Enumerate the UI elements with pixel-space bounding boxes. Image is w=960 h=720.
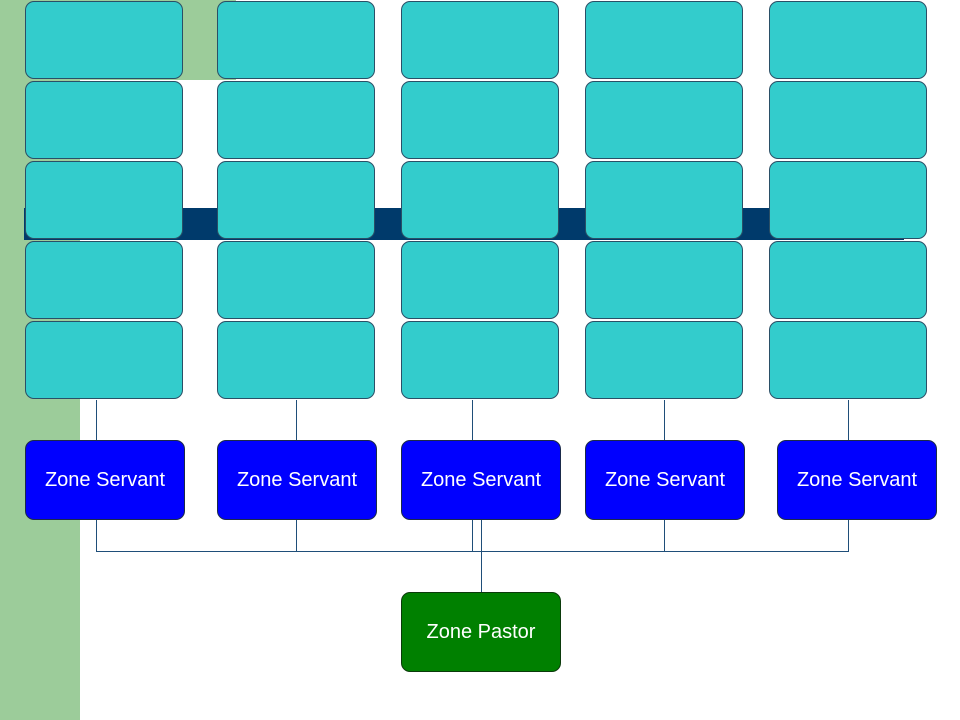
member-cell <box>25 1 183 79</box>
zone-servant-node: Zone Servant <box>777 440 937 520</box>
member-cell <box>25 81 183 159</box>
member-cell <box>585 1 743 79</box>
member-cell <box>769 1 927 79</box>
zone-servant-node: Zone Servant <box>401 440 561 520</box>
member-cell <box>769 241 927 319</box>
connector-line <box>296 520 297 552</box>
member-cell <box>25 321 183 399</box>
member-cell <box>769 321 927 399</box>
connector-line <box>296 400 297 440</box>
connector-line <box>664 400 665 440</box>
zone-servant-node: Zone Servant <box>585 440 745 520</box>
member-cell <box>217 81 375 159</box>
member-cell <box>401 321 559 399</box>
connector-line <box>96 520 97 552</box>
member-cell <box>401 81 559 159</box>
connector-line <box>472 400 473 440</box>
connector-line <box>472 520 473 552</box>
member-cell <box>217 161 375 239</box>
zone-servant-node: Zone Servant <box>25 440 185 520</box>
zone-pastor-node: Zone Pastor <box>401 592 561 672</box>
connector-line <box>481 520 482 592</box>
member-cell <box>25 161 183 239</box>
connector-line <box>664 520 665 552</box>
connector-line <box>96 551 849 552</box>
member-cell <box>585 161 743 239</box>
zone-servant-node: Zone Servant <box>217 440 377 520</box>
member-cell <box>25 241 183 319</box>
connector-line <box>96 400 97 440</box>
member-cell <box>401 1 559 79</box>
connector-line <box>848 400 849 440</box>
member-cell <box>217 1 375 79</box>
member-cell <box>217 321 375 399</box>
member-cell <box>585 81 743 159</box>
member-cell <box>585 321 743 399</box>
member-cell <box>401 241 559 319</box>
member-cell <box>585 241 743 319</box>
member-cell <box>217 241 375 319</box>
member-cell <box>769 161 927 239</box>
connector-line <box>848 520 849 552</box>
member-cell <box>401 161 559 239</box>
member-cell <box>769 81 927 159</box>
